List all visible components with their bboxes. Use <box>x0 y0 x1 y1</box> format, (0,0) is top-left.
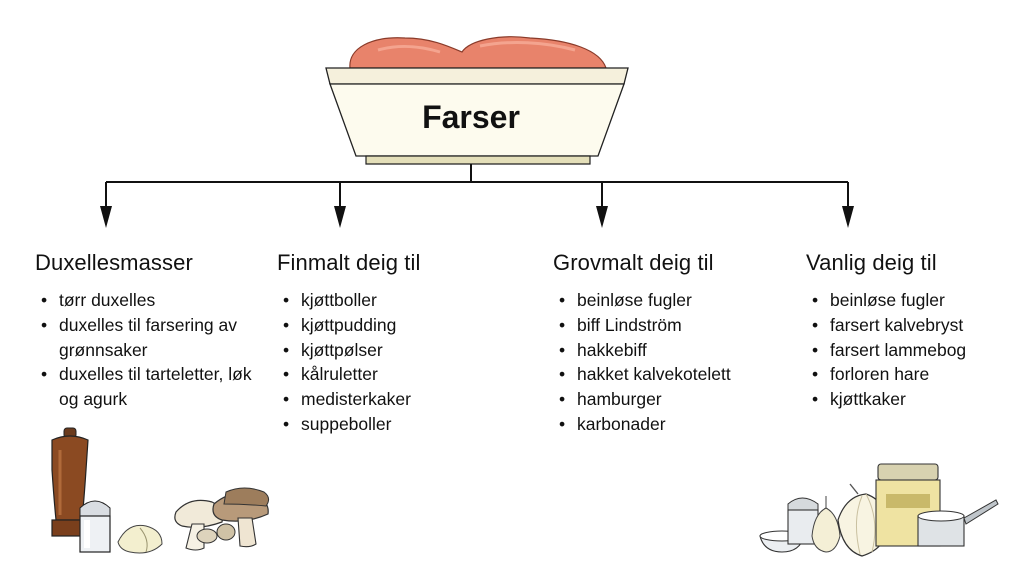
list-item: tørr duxelles <box>35 288 275 313</box>
category-list: tørr duxelles duxelles til farsering av … <box>35 288 275 412</box>
mushrooms-icon <box>174 487 270 551</box>
list-item: kjøttboller <box>277 288 497 313</box>
arrow-down-icon <box>842 206 854 228</box>
arrow-down-icon <box>596 206 608 228</box>
list-item: kjøttpølser <box>277 338 497 363</box>
list-item: kålruletter <box>277 362 497 387</box>
list-item: farsert lammebog <box>806 338 1021 363</box>
list-item: biff Lindström <box>553 313 803 338</box>
category-list: beinløse fugler farsert kalvebryst farse… <box>806 288 1021 412</box>
category-vanlig-deig: Vanlig deig til beinløse fugler farsert … <box>806 250 1021 412</box>
category-list: beinløse fugler biff Lindström hakkebiff… <box>553 288 803 437</box>
connector-lines <box>105 164 849 210</box>
category-list: kjøttboller kjøttpudding kjøttpølser kål… <box>277 288 497 437</box>
salt-shaker-icon <box>79 500 111 553</box>
bowl-of-minced-meat-illustration: Farser <box>325 36 629 165</box>
list-item: beinløse fugler <box>553 288 803 313</box>
list-item: medisterkaker <box>277 387 497 412</box>
list-item: beinløse fugler <box>806 288 1021 313</box>
list-item: suppeboller <box>277 412 497 437</box>
category-finmalt-deig: Finmalt deig til kjøttboller kjøttpuddin… <box>277 250 497 437</box>
category-heading: Finmalt deig til <box>277 250 421 275</box>
list-item: karbonader <box>553 412 803 437</box>
list-item: kjøttpudding <box>277 313 497 338</box>
pepper-mill-salt-garlic-mushrooms-illustration <box>51 427 270 554</box>
salt-garlic-onion-mustard-jar-pan-illustration <box>759 463 999 557</box>
list-item: duxelles til farsering av grønnsaker <box>35 313 275 363</box>
list-item: kjøttkaker <box>806 387 1021 412</box>
diagram-title: Farser <box>422 99 520 135</box>
pan-icon <box>917 499 999 547</box>
category-duxellesmasser: Duxellesmasser tørr duxelles duxelles ti… <box>35 250 275 412</box>
list-item: hakkebiff <box>553 338 803 363</box>
arrow-down-icon <box>334 206 346 228</box>
pepper-mill-icon <box>51 427 89 537</box>
list-item: farsert kalvebryst <box>806 313 1021 338</box>
category-grovmalt-deig: Grovmalt deig til beinløse fugler biff L… <box>553 250 803 437</box>
garlic-icon <box>811 496 841 553</box>
arrow-down-icon <box>100 206 112 228</box>
list-item: forloren hare <box>806 362 1021 387</box>
category-heading: Vanlig deig til <box>806 250 937 275</box>
garlic-icon <box>117 524 163 554</box>
list-item: duxelles til tarteletter, løk og agurk <box>35 362 275 412</box>
list-item: hakket kalvekotelett <box>553 362 803 387</box>
category-heading: Duxellesmasser <box>35 250 193 275</box>
category-heading: Grovmalt deig til <box>553 250 714 275</box>
list-item: hamburger <box>553 387 803 412</box>
